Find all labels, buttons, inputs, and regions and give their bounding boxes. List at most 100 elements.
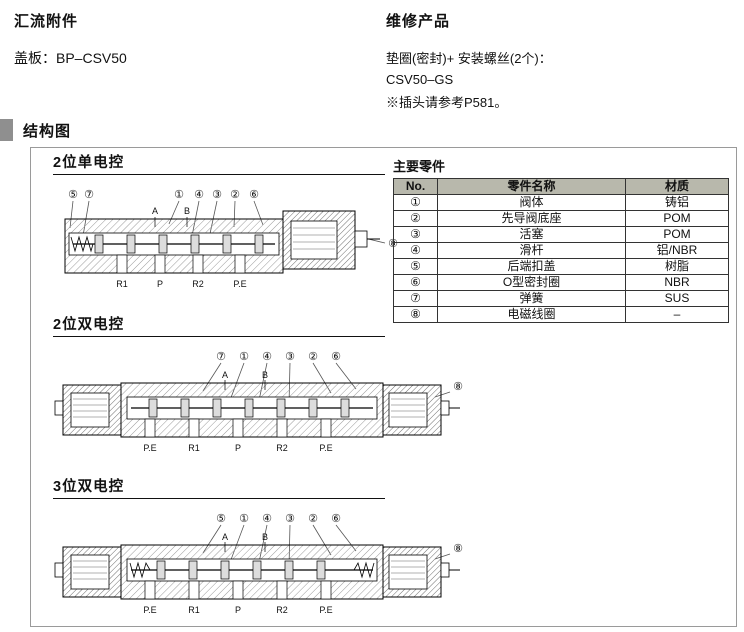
cell-part-name: 电磁线圈 [437,306,626,323]
cell-material: – [625,306,729,323]
cell-material: 铸铝 [625,194,729,211]
callout-label: ④ [262,351,272,363]
left-solenoid [54,546,122,598]
cell-no: ④ [393,242,438,259]
port-label: P.E [319,605,332,615]
maintenance-parts-column: 维修产品 垫圈(密封)+ 安装螺丝(2个)： CSV50–GS ※插头请参考P5… [386,10,744,114]
maintenance-parts-title: 维修产品 [386,13,451,30]
cell-no: ② [393,210,438,227]
port-b-label: B [262,370,268,380]
port-label: P.E [319,443,332,453]
cell-part-name: 阀体 [437,194,626,211]
callouts: ⑤ ① ④ ③ ② ⑥ ⑧ [216,513,463,555]
port-b-label: B [184,206,190,216]
callout-label: ④ [262,513,272,525]
col-header-part-name: 零件名称 [437,178,626,195]
flow-labels: A B [222,532,268,552]
connector [440,562,450,578]
port-label: P [157,279,163,289]
connector [354,230,368,248]
port-a-label: A [152,206,158,216]
table-row: ⑧ 电磁线圈 – [393,306,729,323]
diagram-title-2pos-double: 2位双电控 [53,316,385,337]
plug-reference-note: ※插头请参考P581。 [386,95,508,110]
port-label: P.E [143,605,156,615]
section-marker [0,119,13,141]
callout-label: ⑦ [84,189,94,201]
callout-label: ① [239,513,249,525]
centering-spring-right [353,561,375,579]
spool-assembly [70,234,275,254]
diagram-block-2pos-double: 2位双电控 [53,316,473,469]
callouts: ⑦ ① ④ ③ ② ⑥ ⑧ [216,351,463,393]
port-labels: P.E R1 P R2 P.E [143,443,332,453]
port-label: P [235,443,241,453]
diagram-title-2pos-single: 2位单电控 [53,154,385,175]
port-label: R2 [276,443,288,453]
structure-diagram-box: 2位单电控 [30,147,737,627]
callout-label: ⑧ [453,543,463,555]
callout-label: ③ [285,513,295,525]
cell-part-name: 活塞 [437,226,626,243]
port-a-label: A [222,370,228,380]
callout-label: ⑤ [216,513,226,525]
col-header-material: 材质 [625,178,729,195]
cell-material: SUS [625,290,729,307]
cell-no: ① [393,194,438,211]
connector [54,400,64,416]
port-label: P.E [143,443,156,453]
callout-label: ④ [194,189,204,201]
port-label: R1 [188,605,200,615]
port-label: R1 [188,443,200,453]
cell-no: ⑦ [393,290,438,307]
port-labels: P.E R1 P R2 P.E [143,605,332,615]
callout-label: ② [308,513,318,525]
port-labels: R1 P R2 P.E [116,279,246,289]
diagram-block-2pos-single: 2位单电控 [53,154,409,303]
connector [54,562,64,578]
cell-part-name: 滑杆 [437,242,626,259]
cell-part-name: 弹簧 [437,290,626,307]
structure-section-header: 结构图 [0,118,744,142]
right-solenoid [382,384,460,436]
port-a-label: A [222,532,228,542]
section-title: 结构图 [23,122,72,140]
callout-label: ⑧ [453,381,463,393]
diagram-title-3pos-double: 3位双电控 [53,478,385,499]
table-row: ③ 活塞 POM [393,226,729,243]
valve-diagram-2pos-double: ⑦ ① ④ ③ ② ⑥ ⑧ A B P.E R1 P R2 P.E [54,351,463,453]
callout-label: ⑥ [331,351,341,363]
manifold-accessory-column: 汇流附件 盖板：BP–CSV50 [14,10,386,114]
callout-label: ⑥ [249,189,259,201]
cell-material: POM [625,210,729,227]
port-label: P [235,605,241,615]
pilot-solenoid [282,210,380,270]
port-b-label: B [262,532,268,542]
callout-label: ⑥ [331,513,341,525]
cell-no: ⑥ [393,274,438,291]
table-row: ④ 滑杆 铝/NBR [393,242,729,259]
right-solenoid [382,546,460,598]
table-row: ⑤ 后端扣盖 树脂 [393,258,729,275]
spool-assembly [129,560,375,580]
parts-table-title: 主要零件 [393,159,446,174]
part-number-line: CSV50–GS [386,72,454,87]
valve-diagram-3pos-double: ⑤ ① ④ ③ ② ⑥ ⑧ A B P.E R1 P R2 P.E [54,513,463,615]
cell-part-name: 先导阀底座 [437,210,626,227]
flow-labels: A B [152,206,190,227]
callout-label: ③ [285,351,295,363]
manifold-accessory-title: 汇流附件 [14,13,79,30]
return-spring [70,235,94,253]
port-label: R2 [276,605,288,615]
cell-material: 树脂 [625,258,729,275]
callout-label: ⑦ [216,351,226,363]
table-header-row: No. 零件名称 材质 [393,178,729,195]
callout-label: ① [239,351,249,363]
parts-table: No. 零件名称 材质 ① 阀体 铸铝 ② 先导阀底座 POM ③ [393,178,729,323]
cell-part-name: 后端扣盖 [437,258,626,275]
cell-material: NBR [625,274,729,291]
table-row: ⑥ O型密封圈 NBR [393,274,729,291]
callout-label: ⑤ [68,189,78,201]
parts-table-panel: 主要零件 No. 零件名称 材质 ① 阀体 铸铝 ② 先导阀底座 [393,156,729,323]
table-row: ② 先导阀底座 POM [393,210,729,227]
